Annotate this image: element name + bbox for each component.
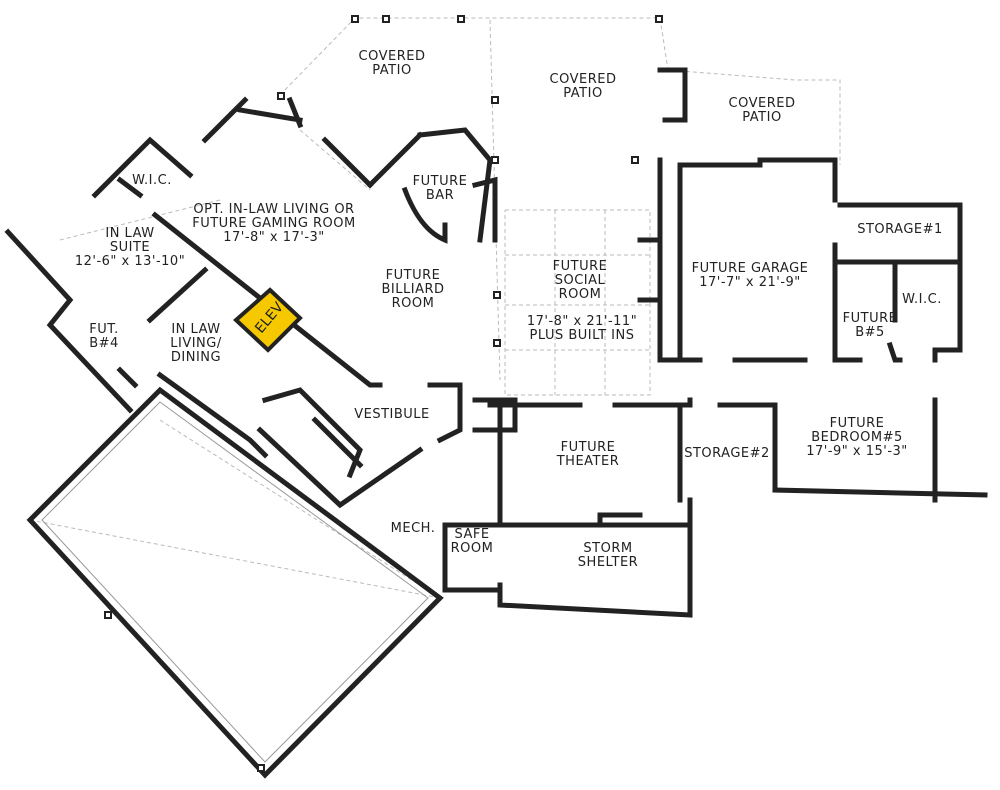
room-wic-left: W.I.C. [132,173,172,188]
room-fut-b4: FUT.B#4 [89,322,119,351]
elevator [233,287,303,353]
in-law-suite-walls [4,228,134,414]
bar-counter [401,127,493,244]
future-garage-walls [677,157,838,363]
room-wic-right: W.I.C. [902,292,942,307]
vestibule-walls [427,382,463,444]
room-social-dims: 17'-8" x 21'-11"PLUS BUILT INS [526,314,638,343]
room-vestibule: VESTIBULE [354,407,430,422]
room-storage-1: STORAGE#1 [857,222,943,237]
room-storage-2: STORAGE#2 [684,446,770,461]
patio-posts [104,15,663,772]
lower-garage-walls [26,386,444,779]
social-grid [504,209,651,396]
room-mech: MECH. [390,521,436,536]
